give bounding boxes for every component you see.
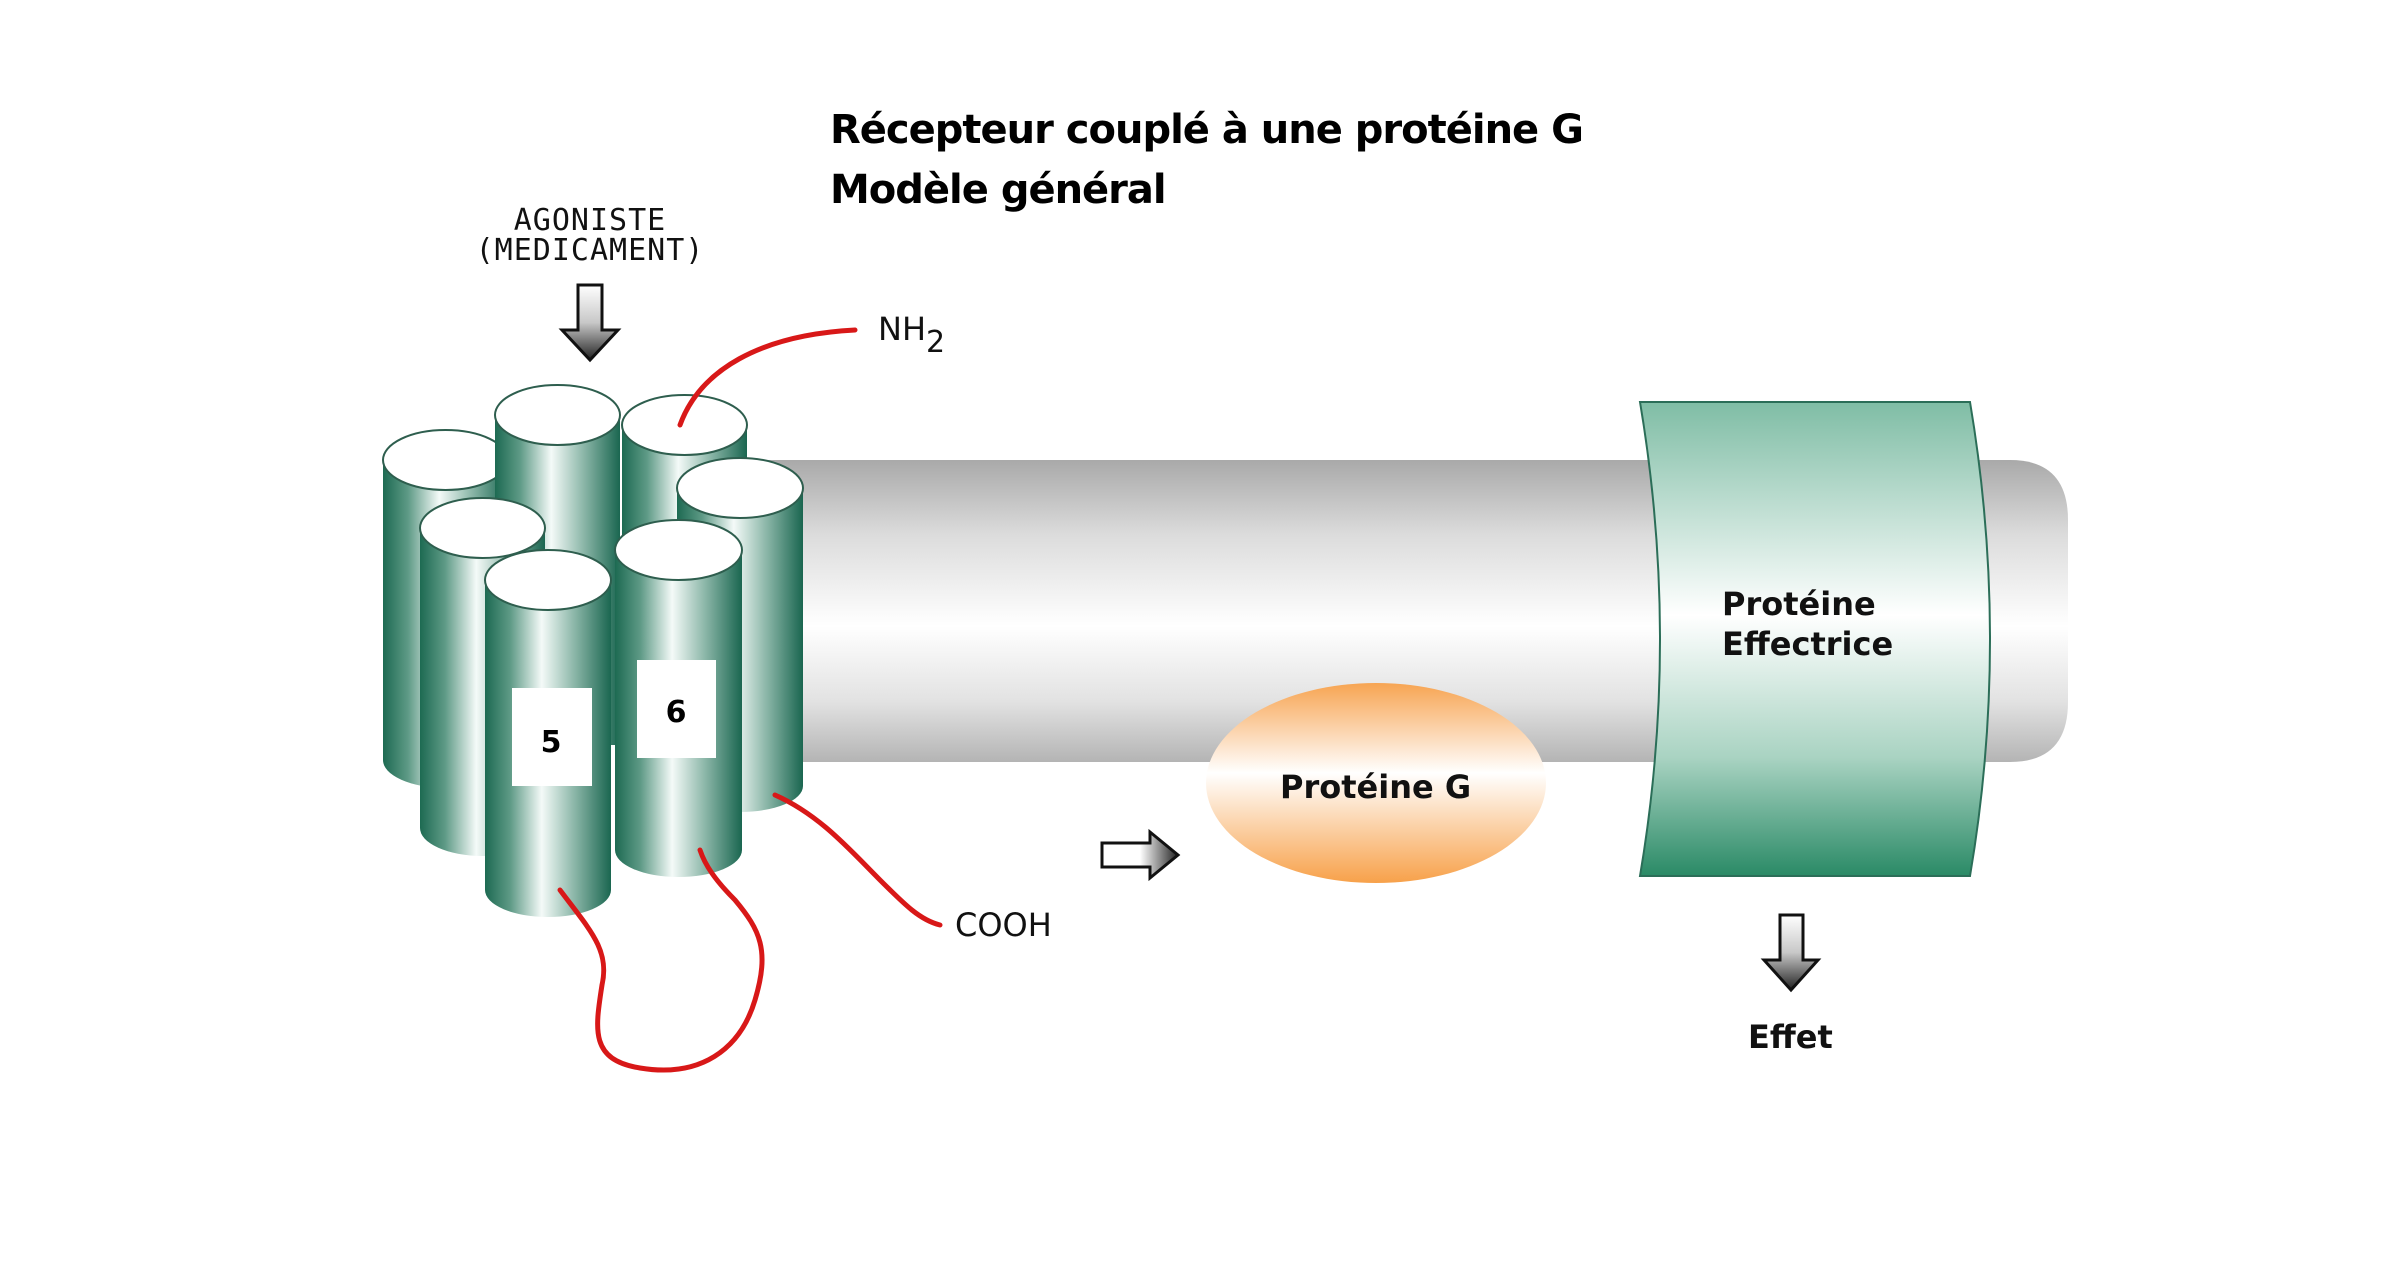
down-arrow-icon xyxy=(1760,913,1822,993)
peptide-chain xyxy=(557,327,943,1073)
helix-6-label-box xyxy=(637,660,716,758)
n-terminus-subscript: 2 xyxy=(926,325,946,360)
title-line-1: Récepteur couplé à une protéine G xyxy=(830,107,1584,153)
agonist-label-line-2: (MEDICAMENT) xyxy=(475,233,705,268)
c-terminus-label: COOH xyxy=(955,906,1052,944)
n-terminal-tail xyxy=(677,327,858,428)
helix-5: 5 xyxy=(484,549,612,917)
n-terminus-label: NH2 xyxy=(878,310,945,360)
agonist-label: AGONISTE (MEDICAMENT) xyxy=(440,206,740,266)
intracellular-loop xyxy=(557,847,765,1073)
effector-label: Protéine Effectrice xyxy=(1722,584,1893,664)
helix-5-label: 5 xyxy=(541,725,562,760)
c-terminal-tail xyxy=(772,792,943,928)
down-arrow-icon xyxy=(558,283,622,363)
effector-label-line-2: Effectrice xyxy=(1722,625,1894,663)
g-protein-label: Protéine G xyxy=(1280,768,1472,806)
g-protein xyxy=(1206,683,1546,883)
title-line-2: Modèle général xyxy=(830,167,1167,213)
right-arrow-icon xyxy=(1100,828,1181,882)
helix-5-label-box xyxy=(512,688,592,786)
helix-6: 6 xyxy=(614,519,743,877)
effect-label: Effet xyxy=(1748,1018,1833,1056)
helix-6-label: 6 xyxy=(666,695,687,730)
effector-protein xyxy=(1638,401,1991,877)
diagram-title: Récepteur couplé à une protéine G Modèle… xyxy=(830,100,1584,220)
effector-label-line-1: Protéine xyxy=(1722,585,1876,623)
n-terminus-text: NH xyxy=(878,310,926,348)
receptor-helices: 6 5 xyxy=(382,384,804,917)
agonist-label-line-1: AGONISTE xyxy=(513,203,667,238)
